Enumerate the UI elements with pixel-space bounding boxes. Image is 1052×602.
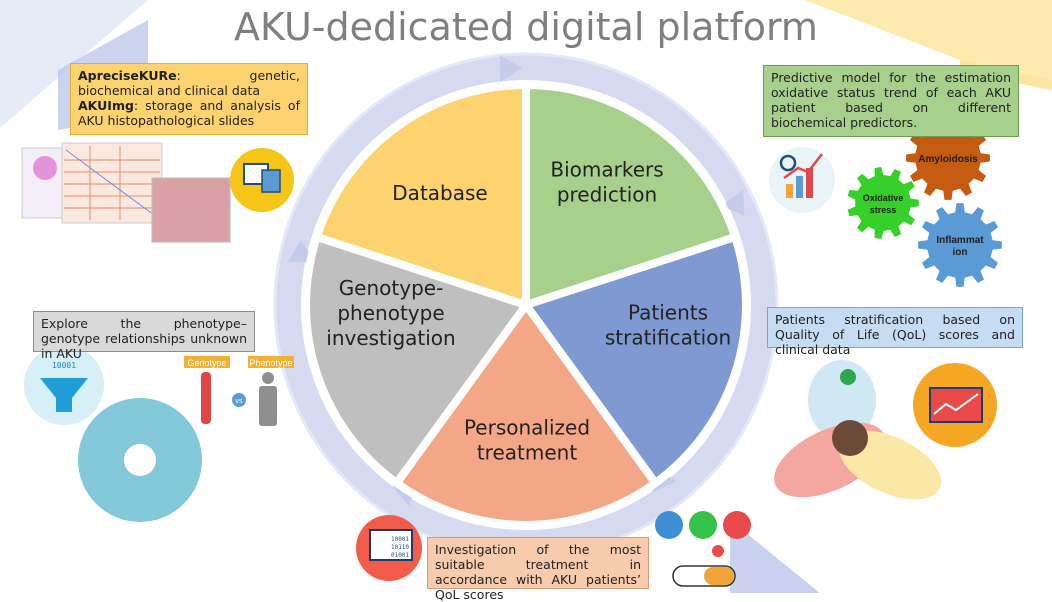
segment-label-line: Patients: [628, 301, 708, 325]
pill-icon-half: [704, 567, 734, 585]
segment-label-line: stratification: [605, 326, 731, 350]
segment-label-line: Genotype-: [339, 276, 444, 300]
phenotype-chip: [248, 356, 294, 368]
database-table-lines: [64, 146, 160, 220]
ring-arrow-right-top: [721, 189, 745, 217]
gear-amyloidosis: [906, 116, 990, 200]
person-icon-green: [689, 511, 717, 539]
segment-label-line: investigation: [326, 326, 455, 350]
analytics-bar-1: [786, 184, 793, 198]
group-ellipse-blue: [808, 360, 876, 440]
treatment-description-box: Investigation of the most suitable treat…: [427, 537, 649, 602]
pie: [302, 80, 750, 529]
biomarkers-description-box: Predictive model for the estimation oxid…: [763, 65, 1019, 137]
genotype-illustrations: 10001 Genotype Phenotype vs: [24, 345, 294, 522]
bg-yellow-triangle-right: [805, 0, 1052, 80]
database-table-image: [61, 142, 163, 224]
data-funnel-icon: [40, 378, 88, 412]
monitor-icon-screen: [929, 387, 983, 423]
database-icon-document: [261, 169, 281, 193]
apreciskure-text: : genetic, biochemical and clinical data: [78, 68, 300, 98]
analytics-magnifier: [779, 154, 797, 172]
ring-arrow-top: [500, 55, 522, 82]
reject-icon: [712, 545, 724, 557]
segment-label-database: Database: [392, 181, 487, 205]
genotype-description-box: Explore the phenotype–genotype relations…: [33, 311, 255, 361]
gear-label-oxidative: stress: [870, 205, 897, 215]
analytics-bar-2: [796, 176, 803, 198]
gear-label-inflammation: Inflammat: [936, 235, 984, 246]
slide-viewer-spot: [33, 156, 57, 180]
akuimg-label: AKUImg: [78, 98, 134, 113]
person-icon-red: [723, 511, 751, 539]
gear-label-inflammation: ion: [953, 247, 968, 258]
genotype-chip: [184, 356, 230, 368]
stratification-illustrations: [774, 360, 997, 500]
people-group-icon: [832, 420, 868, 456]
binary-text-1: 10001: [52, 361, 76, 370]
protein-structure-center: [124, 444, 156, 476]
apreciskure-label: ApreciseKURe: [78, 68, 177, 83]
gear-inflammation: [918, 203, 1002, 287]
laptop-icon-screen: [369, 529, 413, 561]
segment-treatment: [391, 298, 661, 529]
database-screenshots: [21, 142, 294, 243]
monitor-trend-line: [933, 393, 979, 415]
laptop-binary-1: 10001: [391, 536, 409, 543]
treatment-illustrations: 10001 10110 01001: [356, 511, 751, 587]
gear-label-amyloidosis: Amyloidosis: [918, 154, 978, 165]
chromosome-icon: [201, 372, 211, 424]
genotype-label: Genotype: [187, 358, 226, 368]
person-head-icon: [262, 372, 274, 384]
person-icon-blue: [655, 511, 683, 539]
vs-badge: [232, 393, 246, 407]
diagram-title: AKU-dedicated digital platform: [234, 5, 818, 49]
akuimg-text: : storage and analysis of AKU histopatho…: [78, 98, 300, 128]
person-body-icon: [259, 386, 277, 426]
biomarkers-illustrations: [769, 147, 835, 213]
segment-label-line: phenotype: [337, 301, 444, 325]
histology-slide-image: [151, 177, 231, 243]
segment-genotype: [302, 231, 533, 489]
bg-blue-triangle-bottom: [730, 520, 820, 593]
segment-label-line: Biomarkers: [550, 158, 663, 182]
laptop-binary-3: 01001: [391, 552, 409, 559]
segment-label-line: Personalized: [464, 416, 590, 440]
segment-stratification: [519, 231, 750, 489]
stratification-description-box: Patients stratification based on Quality…: [767, 307, 1023, 357]
analytics-bar-3: [806, 168, 813, 198]
database-description-box: ApreciseKURe: genetic, biochemical and c…: [70, 63, 308, 135]
segment-label-line: treatment: [477, 441, 577, 465]
analytics-trend-line: [783, 153, 823, 180]
gear-oxidative: [847, 167, 919, 239]
segment-label-line: prediction: [557, 183, 657, 207]
phenotype-label: Phenotype: [249, 358, 292, 368]
laptop-binary-2: 10110: [391, 544, 409, 551]
segment-label-line: Database: [392, 181, 487, 205]
gear-label-oxidative: Oxidative: [863, 193, 904, 203]
vs-label: vs: [236, 398, 244, 405]
globe-icon: [840, 369, 856, 385]
